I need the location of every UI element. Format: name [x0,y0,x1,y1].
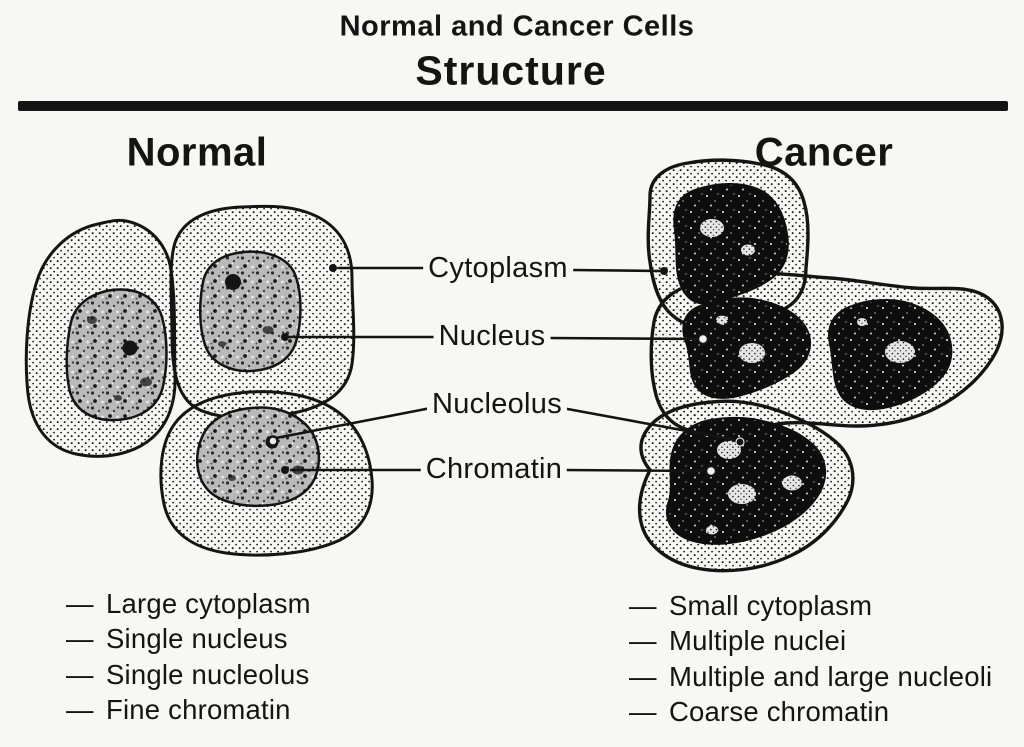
dash-marker: — [629,660,657,692]
normal-nuclei [65,250,321,508]
dash-marker: — [629,696,657,728]
feature-text: Multiple and large nucleoli [669,660,993,692]
normal-nucleus-2 [198,250,302,373]
cancer-column-header: Cancer [754,130,894,175]
cancer-nucleoli-patches [700,219,915,535]
cancer-nuclei [666,182,953,545]
feature-text: Fine chromatin [106,694,291,726]
page-title: Structure [415,47,607,94]
chromatin-endpoint-left [281,466,289,474]
list-item: — Coarse chromatin [629,696,992,731]
normal-feature-list: — Large cytoplasm — Single nucleus — Sin… [66,588,311,730]
nucleolus-leader-left [275,405,437,440]
feature-text: Single nucleus [106,623,288,655]
list-item: — Multiple nuclei [629,625,992,660]
label-nucleus: Nucleus [433,320,551,354]
nucleolus-endpoint-left [267,435,279,447]
dash-marker: — [66,658,94,690]
nucleolus-leader-right [561,406,737,442]
nucleus-leader-right [547,336,700,341]
list-item: — Large cytoplasm [66,588,311,623]
list-item: — Fine chromatin [66,694,311,729]
chromatin-endpoint-right [704,464,718,478]
feature-text: Coarse chromatin [669,696,890,728]
leader-endpoints [267,264,745,478]
feature-text: Single nucleolus [106,658,310,690]
nucleus-endpoint-left [281,333,289,341]
label-chromatin: Chromatin [420,453,568,487]
dash-marker: — [629,625,657,657]
dash-marker: — [66,623,94,655]
list-item: — Multiple and large nucleoli [629,661,992,696]
list-item: — Single nucleolus [66,659,311,694]
cytoplasm-endpoint-right [660,267,668,275]
normal-nucleolus-2 [225,274,241,290]
cancer-nucleus-top [673,182,789,305]
page-subtitle: Normal and Cancer Cells [339,10,695,43]
normal-nucleolus-1 [122,340,138,356]
label-nucleolus: Nucleolus [426,388,568,422]
header-divider [18,101,1008,111]
list-item: — Single nucleus [66,623,311,658]
normal-chromatin-blotches [87,316,304,481]
dash-marker: — [66,694,94,726]
cytoplasm-endpoint-left [329,264,337,272]
normal-nucleus-3 [195,406,321,508]
feature-text: Multiple nuclei [669,625,847,657]
nucleus-endpoint-right [696,332,710,346]
feature-text: Large cytoplasm [106,588,311,619]
chromatin-leader-right [562,468,707,473]
nucleolus-endpoint-right [735,437,745,447]
list-item: — Small cytoplasm [629,590,992,625]
feature-text: Small cytoplasm [669,590,873,621]
dash-marker: — [66,588,94,619]
cancer-feature-list: — Small cytoplasm — Multiple nuclei — Mu… [629,590,992,732]
cytoplasm-leader-right [571,268,662,273]
dash-marker: — [629,590,657,621]
normal-column-header: Normal [126,130,268,175]
label-cytoplasm: Cytoplasm [423,252,573,286]
leader-lines [275,266,737,473]
